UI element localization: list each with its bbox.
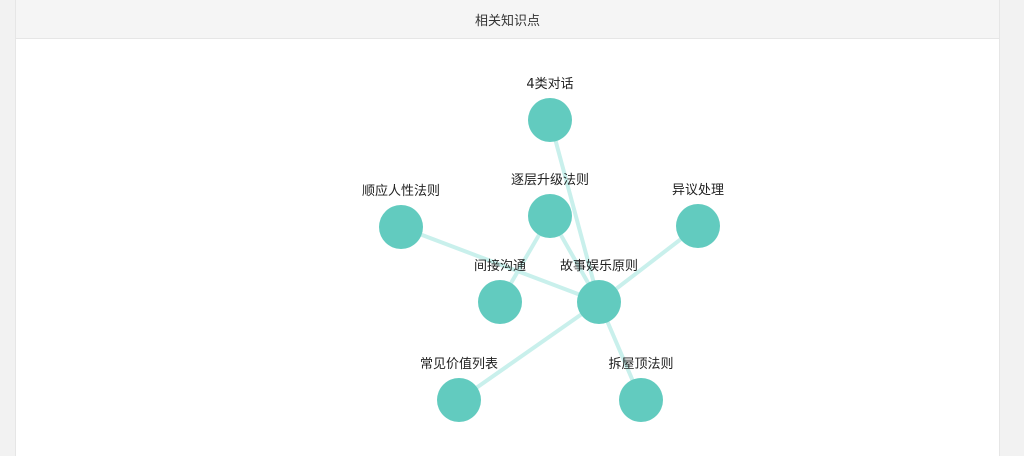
graph-node-label: 异议处理 xyxy=(672,183,724,198)
panel-title: 相关知识点 xyxy=(474,13,540,29)
graph-node[interactable]: 逐层升级法则 xyxy=(511,173,589,238)
graph-node-circle[interactable] xyxy=(437,378,481,422)
graph-node-label: 4类对话 xyxy=(526,77,573,92)
graph-node-label: 顺应人性法则 xyxy=(362,183,440,199)
graph-node-label: 间接沟通 xyxy=(474,258,526,274)
graph-node[interactable]: 4类对话 xyxy=(526,77,574,142)
graph-node[interactable]: 顺应人性法则 xyxy=(362,183,440,249)
graph-node-circle[interactable] xyxy=(528,98,572,142)
graph-node-label: 拆屋顶法则 xyxy=(608,357,673,372)
graph-node-circle[interactable] xyxy=(478,280,522,324)
graph-node[interactable]: 常见价值列表 xyxy=(420,356,498,422)
panel-header: 相关知识点 xyxy=(16,0,999,39)
graph-node-circle[interactable] xyxy=(577,280,621,324)
graph-node[interactable]: 故事娱乐原则 xyxy=(560,259,638,324)
graph-node[interactable]: 异议处理 xyxy=(672,183,724,248)
graph-node-circle[interactable] xyxy=(676,204,720,248)
graph-edge xyxy=(548,118,601,304)
graph-edge xyxy=(399,225,601,304)
graph-node[interactable]: 拆屋顶法则 xyxy=(608,357,674,422)
graph-node-label: 逐层升级法则 xyxy=(511,173,589,188)
graph-node[interactable]: 间接沟通 xyxy=(474,258,526,324)
graph-node-circle[interactable] xyxy=(379,205,423,249)
graph-node-circle[interactable] xyxy=(528,194,572,238)
related-knowledge-panel: 相关知识点 xyxy=(15,0,1000,456)
graph-node-label: 常见价值列表 xyxy=(420,356,498,372)
graph-edge xyxy=(457,300,601,402)
graph-node-label: 故事娱乐原则 xyxy=(560,259,638,274)
graph-node-circle[interactable] xyxy=(619,378,663,422)
